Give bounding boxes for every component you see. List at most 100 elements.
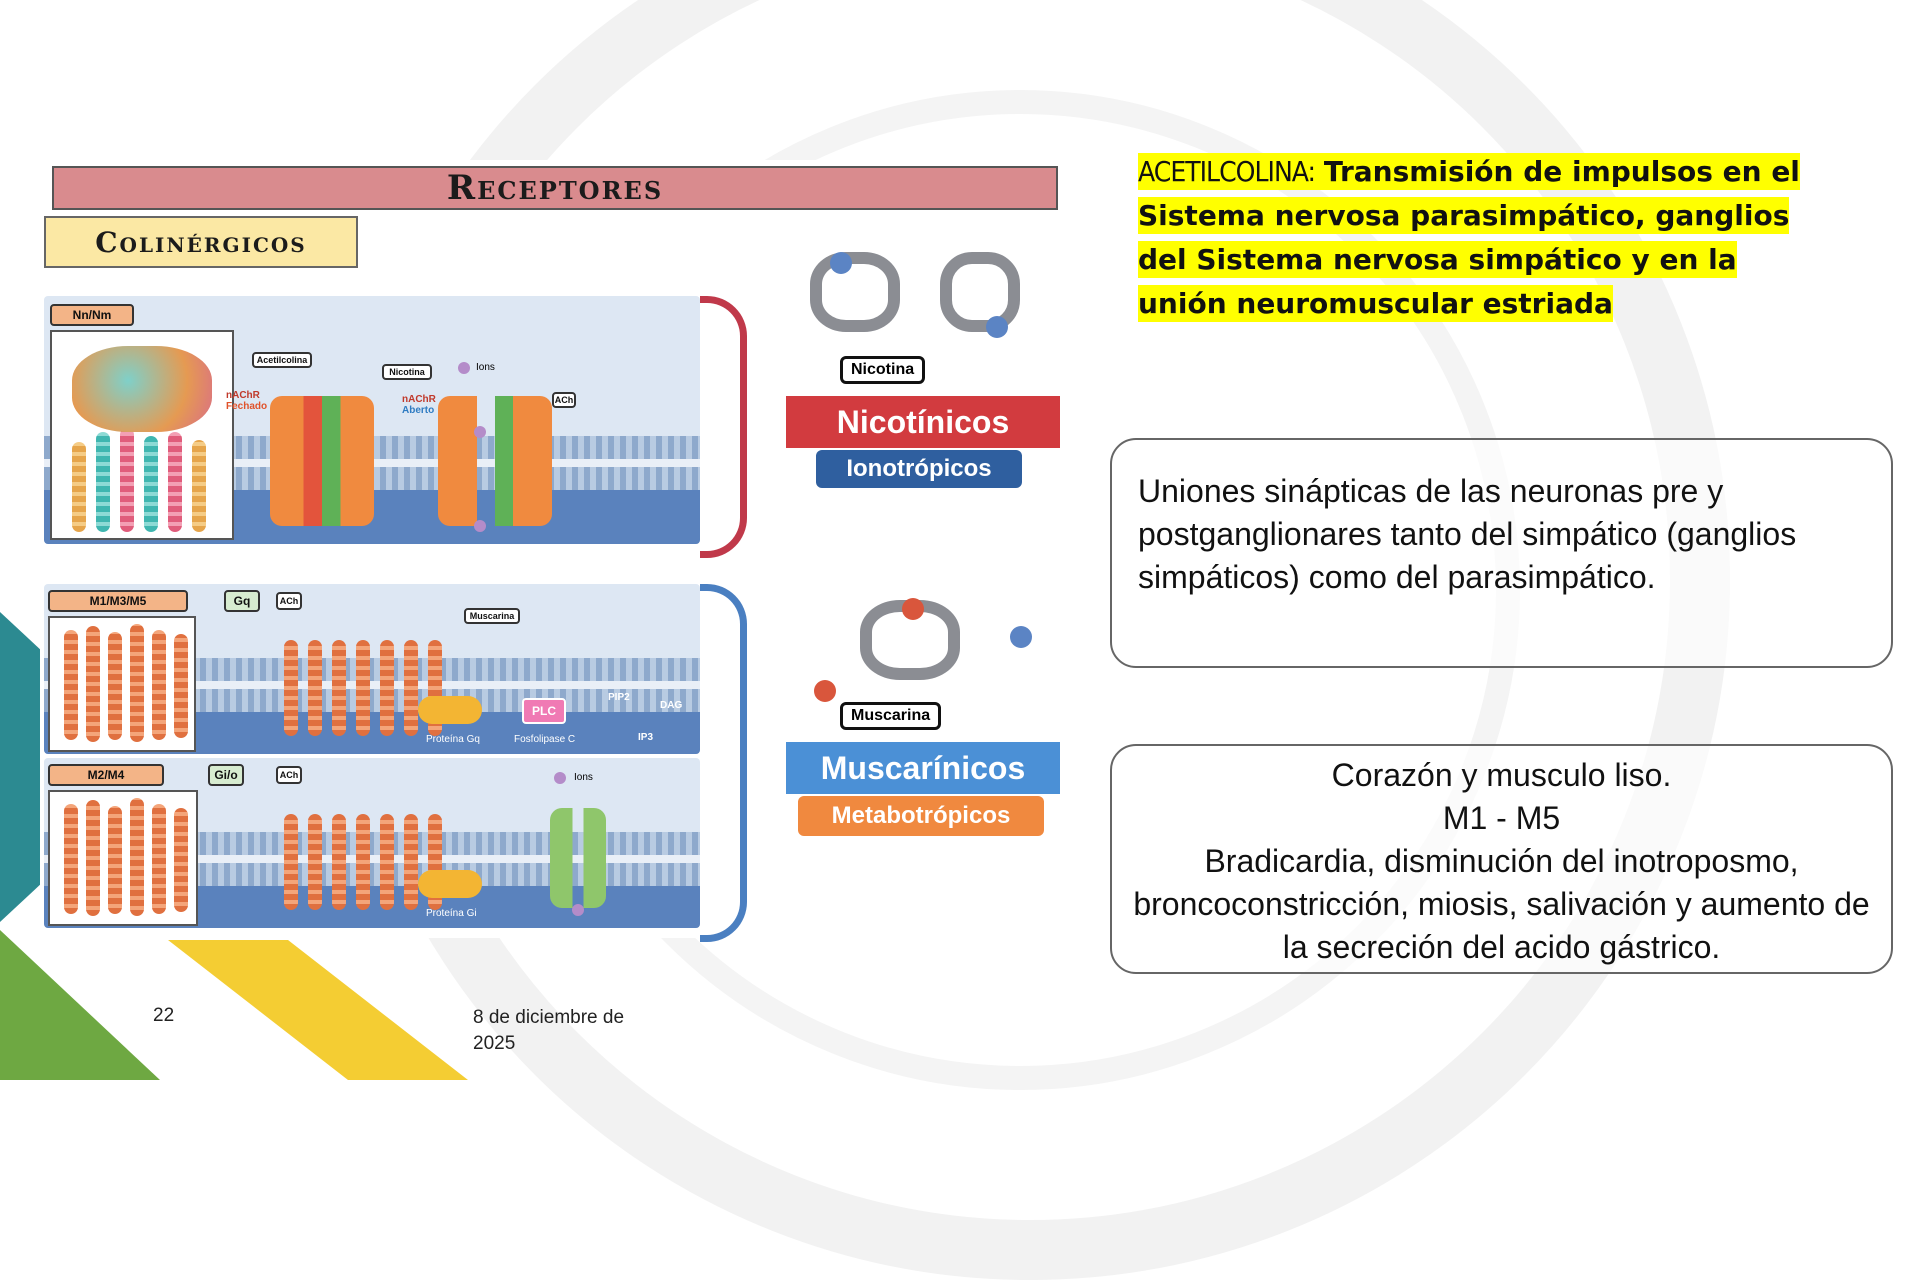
receptor-helix [308,814,322,910]
receptor-helix [356,814,370,910]
muscarinic-panel-2: M2/M4 Gi/o ACh Ions Proteína Gi [44,758,700,928]
protein-top-domain [72,346,212,432]
protein-gi-label: Proteína Gi [426,908,477,919]
g-tag-gq: Gq [224,590,260,612]
protein-gq-label: Proteína Gq [426,734,480,745]
helix [174,634,188,738]
ion-dot [554,772,566,784]
figure-subtitle: Colinérgicos [44,216,358,268]
muscarine-molecule [810,580,1070,702]
receptor-helix [308,640,322,736]
decor-teal-shape [0,612,40,922]
phospholipase-label: Fosfolipase C [514,734,576,745]
slide-number: 22 [153,1005,175,1026]
receptor-helix [284,640,298,736]
nicotinic-badge: Nicotínicos [786,396,1060,448]
receptor-helix [332,814,346,910]
figure-subtitle-text: Colinérgicos [95,225,307,259]
ion-dot [572,904,584,916]
potassium-channel [550,808,606,908]
ion-dot [474,426,486,438]
helix [152,804,166,914]
atom [830,252,852,274]
open-channel [438,396,552,526]
helix [86,800,100,916]
ip3-label: IP3 [638,732,654,743]
ion-dot [474,520,486,532]
ach-tag: ACh [276,592,302,610]
atom [902,598,924,620]
figure-title: Receptores [52,166,1058,210]
callout-text: Transmisión de impulsos en el Sistema ne… [1138,155,1800,320]
nicotine-molecule-label: Nicotina [840,356,926,384]
helix [108,806,122,914]
box2-line1: Corazón y musculo liso. [1331,757,1672,793]
slide-date: 8 de diciembre de 2025 [473,1007,625,1054]
helix [130,798,144,916]
acetylcholine-callout: ACETILCOLINA: Transmisión de impulsos en… [1138,150,1804,326]
heart-smooth-muscle-box: Corazón y musculo liso. M1 - M5 Bradicar… [1110,744,1893,974]
dag-label: DAG [660,700,683,711]
g-protein-gq [418,696,482,724]
muscarinic-panel-1: M1/M3/M5 Gq ACh Muscarina PLC PIP2 DAG I… [44,584,700,754]
receptor-tag-m1m3m5: M1/M3/M5 [48,590,188,612]
metabotropic-badge: Metabotrópicos [798,796,1044,836]
receptor-helix [284,814,298,910]
box2-line3: Bradicardia, disminución del inotroposmo… [1133,843,1870,965]
acetylcholine-label: Acetilcolina [252,352,312,368]
helix [64,630,78,740]
synaptic-junctions-text: Uniones sinápticas de las neuronas pre y… [1138,473,1797,595]
box2-line2: M1 - M5 [1442,800,1561,836]
plc-label: PLC [522,698,566,724]
helix [168,432,182,532]
muscarinic-protein-structure-2 [48,790,198,926]
receptor-helix [380,640,394,736]
ring [860,600,960,680]
ring [810,252,900,332]
helix [64,804,78,914]
receptors-figure: Receptores Colinérgicos Nn/Nm Acetilcoli… [40,160,1060,942]
callout-term: ACETILCOLINA: [1138,155,1316,188]
helix [152,630,166,740]
helix [144,436,158,532]
ring [940,252,1020,332]
ions-label: Ions [476,362,495,373]
helix [192,440,206,532]
closed-channel [270,396,374,526]
muscarinic-protein-structure-1 [48,616,196,752]
muscarine-label-small: Muscarina [464,608,520,624]
nicotinic-protein-structure [50,330,234,540]
ach-tag: ACh [552,392,576,408]
helix [130,624,144,742]
nicotine-label-small: Nicotina [382,364,432,380]
helix [174,808,188,912]
ionotropic-badge: Ionotrópicos [816,450,1022,488]
receptor-helix [404,640,418,736]
helix [120,428,134,532]
muscarinic-badge: Muscarínicos [786,742,1060,794]
figure-title-text: Receptores [446,168,664,208]
synaptic-junctions-box: Uniones sinápticas de las neuronas pre y… [1110,438,1893,668]
atom [814,680,836,702]
g-protein-gi [418,870,482,898]
atom [1010,626,1032,648]
receptor-tag-nicotinic: Nn/Nm [50,304,134,326]
receptor-helix [332,640,346,736]
helix [86,626,100,742]
receptor-helix [404,814,418,910]
ion-dot [458,362,470,374]
decor-green-shape [0,930,160,1080]
muscarine-molecule-label: Muscarina [840,702,942,730]
decor-yellow-shape [168,940,468,1080]
ach-tag: ACh [276,766,302,784]
g-tag-gio: Gi/o [208,764,244,786]
helix [96,432,110,532]
muscarinic-brace [700,584,747,942]
pip2-label: PIP2 [608,692,630,703]
nicotine-molecule [810,252,1070,372]
nicotinic-brace [700,296,747,558]
receptor-tag-m2m4: M2/M4 [48,764,164,786]
